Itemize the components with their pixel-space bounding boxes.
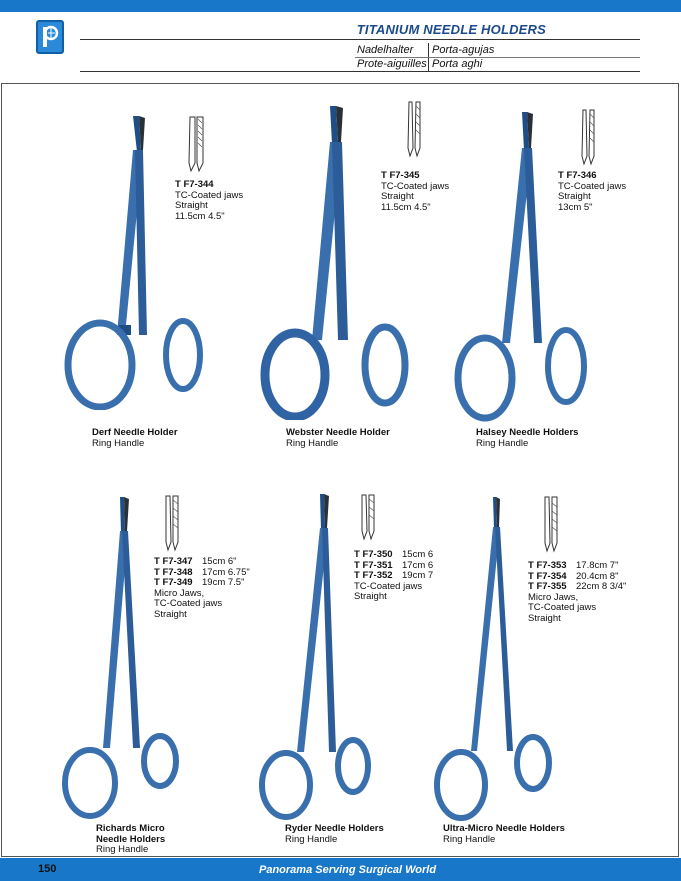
caption-ryder: Ryder Needle Holders Ring Handle [285, 823, 384, 845]
halsey-needle-holder-illustration [454, 112, 587, 422]
halsey-jaw-detail-icon [581, 109, 595, 166]
names-mid-rule [355, 57, 640, 58]
ryder-jaw-detail-icon [361, 494, 375, 541]
caption-halsey: Halsey Needle Holders Ring Handle [476, 427, 579, 449]
caption-derf: Derf Needle Holder Ring Handle [92, 427, 178, 449]
derf-jaw-detail-icon [188, 116, 204, 173]
webster-needle-holder-illustration [260, 106, 409, 420]
spec-halsey: T F7-346 TC-Coated jaws Straight 13cm 5" [558, 170, 627, 213]
page-title: TITANIUM NEEDLE HOLDERS [356, 22, 546, 37]
top-bar [0, 0, 681, 12]
caption-richards: Richards Micro Needle Holders Ring Handl… [96, 823, 166, 855]
ultra-micro-needle-holder-illustration [434, 497, 552, 821]
catalog-panel [1, 83, 679, 857]
ryder-needle-holder-illustration [259, 494, 371, 820]
footer-tagline: Panorama Serving Surgical World [259, 864, 437, 876]
name-italian: Porta aghi [432, 58, 483, 70]
derf-needle-holder-illustration [64, 116, 203, 410]
name-spanish: Porta-agujas [432, 44, 495, 56]
richards-jaw-detail-icon [165, 495, 179, 552]
page-number: 150 [38, 863, 57, 875]
caption-webster: Webster Needle Holder Ring Handle [286, 427, 390, 449]
title-rule [80, 39, 640, 40]
richards-micro-needle-holder-illustration [62, 497, 179, 819]
panorama-logo [36, 20, 64, 54]
spec-webster: T F7-345 TC-Coated jaws Straight 11.5cm … [381, 170, 450, 213]
webster-jaw-detail-icon [407, 101, 421, 158]
name-french: Prote-aiguilles [357, 58, 427, 70]
name-german: Nadelhalter [357, 44, 414, 56]
caption-ultra-micro: Ultra-Micro Needle Holders Ring Handle [443, 823, 565, 845]
ultra-micro-jaw-detail-icon [544, 496, 558, 553]
footer-bar [0, 858, 681, 881]
names-bottom-rule [80, 71, 640, 72]
spec-derf: T F7-344 TC-Coated jaws Straight 11.5cm … [175, 179, 244, 222]
